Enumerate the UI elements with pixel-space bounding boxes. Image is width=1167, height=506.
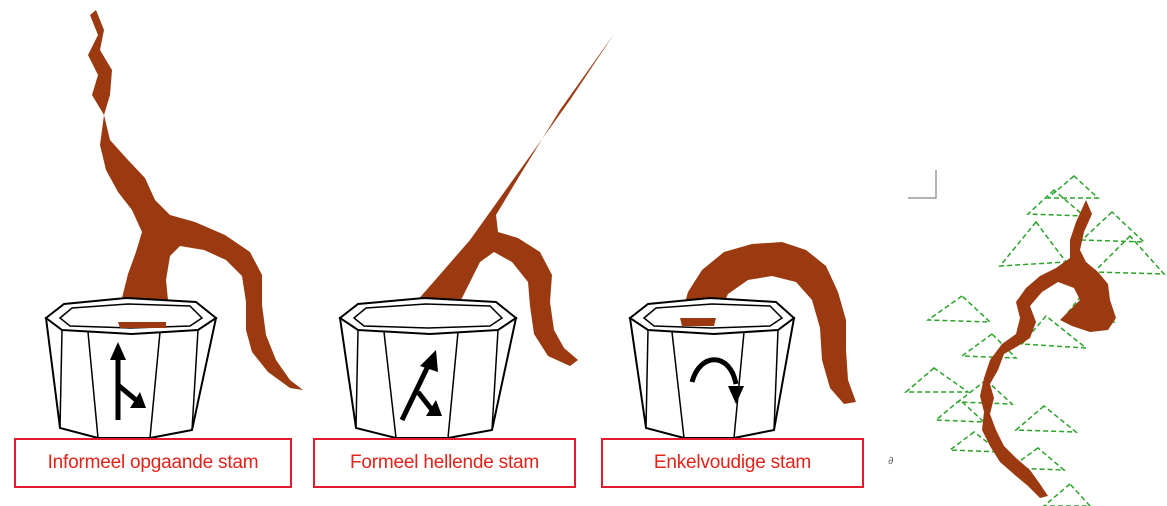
foliage-pads [906,176,1164,506]
pot-single-trunk [630,242,856,438]
label-formal-slanting: Formeel hellende stam [313,438,576,488]
pot-body [630,318,794,438]
pot-body [340,318,516,438]
trunk-cascade [980,200,1116,498]
pot-body [46,318,216,438]
small-mark-glyph: ∂ [888,454,894,467]
pot-informal-upright [46,10,303,438]
corner-mark [908,170,936,198]
label-informal-upright: Informeel opgaande stam [14,438,292,488]
label-single-trunk: Enkelvoudige stam [601,438,864,488]
pot-formal-slanting [340,34,614,438]
